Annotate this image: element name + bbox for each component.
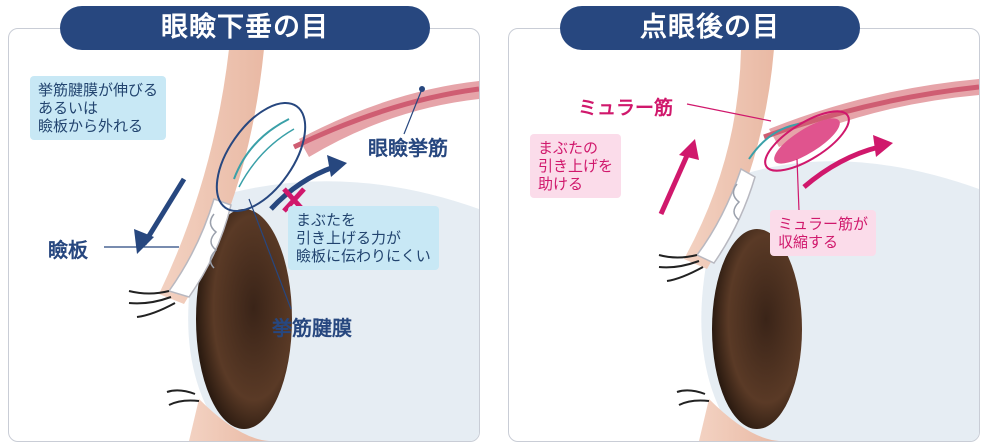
levator-muscle-band bbox=[299, 81, 479, 157]
title-ptosis: 眼瞼下垂の目 bbox=[60, 6, 430, 50]
tarsus-glands bbox=[209, 213, 218, 269]
note-line: 瞼板に伝わりにくい bbox=[296, 247, 431, 265]
tendon-fibers bbox=[233, 118, 290, 180]
note-line: ミュラー筋が bbox=[778, 215, 869, 233]
down-arrow-shaft bbox=[141, 177, 187, 246]
note-line: 引き上げを bbox=[538, 157, 614, 175]
note-line: 収縮する bbox=[778, 233, 839, 251]
tarsus-plate bbox=[695, 167, 756, 264]
upper-eyelashes bbox=[128, 290, 176, 318]
note-force-weak: まぶたを 引き上げる力が 瞼板に伝わりにくい bbox=[288, 206, 439, 270]
lower-eyelashes bbox=[166, 389, 200, 406]
tendon-highlight-ellipse bbox=[215, 101, 307, 213]
muller-leader bbox=[686, 103, 772, 122]
muscle-dot bbox=[419, 86, 425, 92]
lift-arrow-head bbox=[679, 139, 699, 160]
up-arrow-head bbox=[327, 155, 347, 177]
lift-arrow-shaft bbox=[658, 149, 692, 216]
iris bbox=[196, 209, 292, 429]
lower-eyelashes bbox=[676, 389, 710, 406]
note-line: 助ける bbox=[538, 175, 584, 193]
after-drops-eye-illustration bbox=[658, 49, 979, 441]
aponeurosis-leader bbox=[248, 198, 292, 310]
upper-eyelid bbox=[159, 49, 264, 304]
label-levator-muscle: 眼瞼挙筋 bbox=[368, 136, 448, 160]
tendon-fibers bbox=[748, 123, 800, 160]
note-line: 挙筋腱膜が伸びる bbox=[38, 81, 159, 99]
title-after-drops: 点眼後の目 bbox=[560, 6, 860, 50]
label-aponeurosis: 挙筋腱膜 bbox=[272, 316, 352, 340]
note-line: まぶたの bbox=[538, 139, 599, 157]
contract-arrow-head bbox=[873, 135, 893, 157]
iris bbox=[712, 229, 802, 429]
note-line: 引き上げる力が bbox=[296, 229, 402, 247]
note-line: まぶたを bbox=[296, 211, 357, 229]
tarsus-plate bbox=[167, 198, 232, 298]
note-line: 瞼板から外れる bbox=[38, 117, 144, 135]
label-muller-muscle: ミュラー筋 bbox=[578, 97, 674, 119]
levator-muscle-line bbox=[763, 84, 979, 140]
down-arrow-head bbox=[134, 229, 154, 254]
muller-muscle bbox=[774, 118, 840, 164]
lower-eyelid bbox=[189, 399, 269, 441]
panel-after-drops-eye bbox=[508, 28, 980, 442]
tendon-fibers-2 bbox=[238, 128, 295, 188]
up-arrow-shaft bbox=[269, 164, 335, 211]
muller-highlight-ellipse bbox=[764, 110, 850, 172]
contract-arrow-shaft bbox=[802, 144, 880, 189]
label-tarsus: 瞼板 bbox=[48, 238, 88, 262]
levator-muscle-line bbox=[292, 86, 479, 150]
note-muller-contract: ミュラー筋が 収縮する bbox=[770, 210, 877, 256]
tarsus-glands bbox=[732, 183, 741, 221]
note-lift-help: まぶたの 引き上げを 助ける bbox=[530, 134, 622, 198]
upper-eyelid bbox=[684, 49, 774, 269]
contract-leader bbox=[796, 158, 800, 212]
upper-eyelashes bbox=[658, 254, 704, 282]
note-line: あるいは bbox=[38, 99, 99, 117]
muscle-leader bbox=[403, 88, 423, 135]
lower-eyelid bbox=[699, 399, 779, 441]
note-tendon-stretch: 挙筋腱膜が伸びる あるいは 瞼板から外れる bbox=[30, 76, 167, 140]
